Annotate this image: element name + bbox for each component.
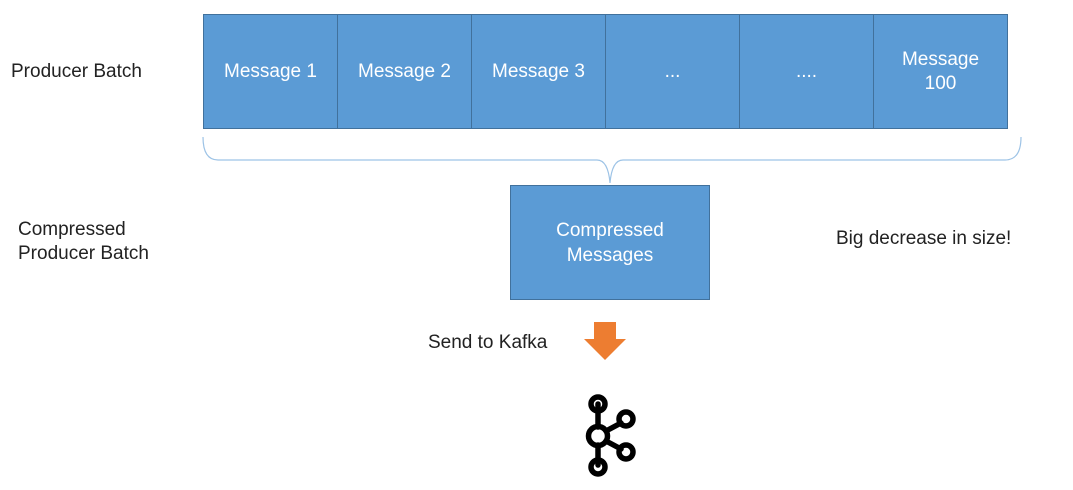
producer-batch-label: Producer Batch (11, 61, 142, 82)
compressed-messages-box: Compressed Messages (510, 185, 710, 300)
message-2-cell: Message 2 (338, 15, 472, 128)
compressed-producer-batch-label: Compressed Producer Batch (18, 219, 149, 264)
message-100-cell: Message 100 (901, 48, 980, 94)
big-decrease-label: Big decrease in size! (836, 228, 1012, 249)
batch-brace (202, 136, 1022, 184)
send-to-kafka-label: Send to Kafka (428, 332, 548, 353)
ellipsis-cell-1: ... (606, 15, 740, 128)
message-3-cell: Message 3 (472, 15, 606, 128)
ellipsis-cell-2: .... (740, 15, 874, 128)
producer-batch: Message 1 Message 2 Message 3 ... .... M… (203, 14, 1008, 129)
down-arrow-icon (584, 322, 626, 360)
kafka-logo-icon (585, 394, 636, 477)
message-1-cell: Message 1 (204, 15, 338, 128)
